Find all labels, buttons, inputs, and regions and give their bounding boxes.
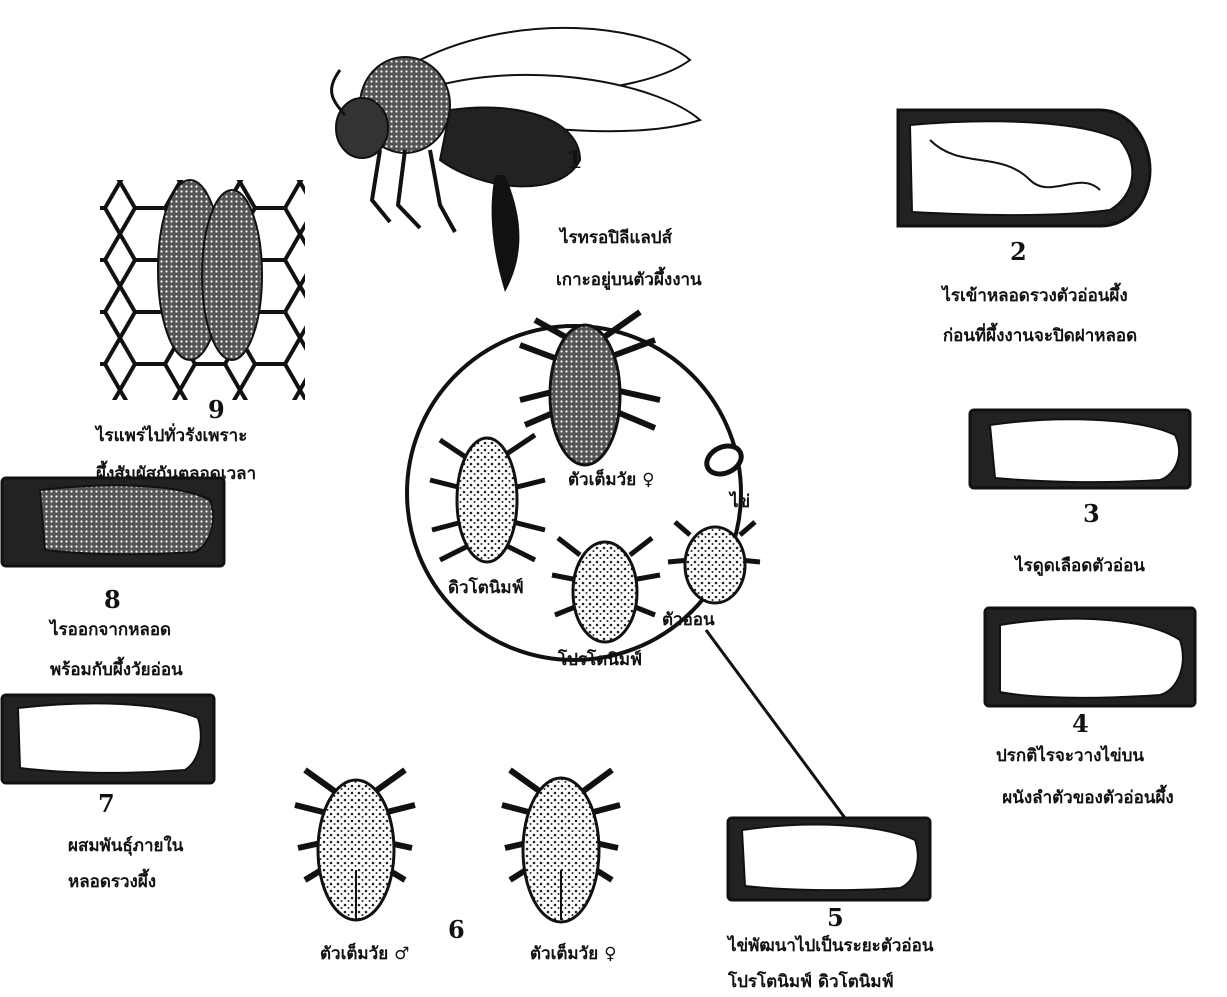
stage-7-label-line-2: หลอดรวงผึ้ง [68,874,156,891]
stage-5-label-line-1: ไข่พัฒนาไปเป็นระยะตัวอ่อน [728,938,933,955]
stage-8-number: 8 [104,588,121,612]
brood-cell-2-drawing [898,110,1150,226]
stage-6-male-label: ตัวเต็มวัย ♂ [320,946,409,963]
stage-1-label-line-2: เกาะอยู่บนตัวผึ้งงาน [556,272,702,289]
stage-1-number: 1 [566,148,583,172]
circle-adult-female-label: ตัวเต็มวัย ♀ [568,472,655,489]
adult-male-mite-drawing [295,770,415,920]
bee-drawing [332,28,700,292]
brood-cell-4-drawing [985,608,1195,706]
stage-9-label-line-2: ผึ้งสัมผัสกันตลอดเวลา [96,466,256,483]
stage-8-label-line-1: ไรออกจากหลอด [50,622,171,639]
stage-4-label-line-2: ผนังลำตัวของตัวอ่อนผึ้ง [1002,790,1173,807]
stage-3-number: 3 [1083,502,1100,526]
protonymph-drawing [552,538,660,642]
circle-protonymph-label: โปรโตนิมฟ์ [558,652,642,669]
stage-2-label-line-1: ไรเข้าหลอดรวงตัวอ่อนผึ้ง [942,288,1127,305]
stage-6-number: 6 [448,918,465,942]
circle-larva-label: ตัวอ่อน [662,612,715,629]
stage-4-label-line-1: ปรกติไรจะวางไข่บน [996,748,1144,765]
stage-9-label-line-1: ไรแพร่ไปทั่วรังเพราะ [96,428,247,445]
stage-4-number: 4 [1072,712,1089,736]
stage-5-label-line-2: โปรโตนิมฟ์ ดิวโตนิมฟ์ [728,974,894,991]
brood-cell-7-drawing [2,695,214,783]
circle-egg-label: ไข่ [730,494,750,511]
stage-2-label-line-2: ก่อนที่ผึ้งงานจะปิดฝาหลอด [943,328,1137,345]
brood-cell-3-drawing [970,410,1190,488]
comb-with-mites-drawing [100,180,305,400]
stage-2-number: 2 [1010,240,1027,264]
stage-3-label: ไรดูดเลือดตัวอ่อน [1015,558,1145,575]
stage-6-female-label: ตัวเต็มวัย ♀ [530,946,617,963]
adult-female-mite-drawing [520,312,660,465]
stage-9-number: 9 [208,398,225,422]
stage-5-number: 5 [827,906,844,930]
adult-female-mite-bottom-drawing [502,770,620,922]
magnification-pointer-line [706,630,845,818]
brood-cell-8-drawing [2,478,224,566]
stage-7-number: 7 [98,792,115,816]
brood-cell-5-drawing [728,818,930,900]
stage-8-label-line-2: พร้อมกับผึ้งวัยอ่อน [50,662,183,679]
stage-1-label-line-1: ไรทรอปิลีแลปส์ [560,230,672,247]
deutonymph-drawing [430,435,545,562]
circle-deutonymph-label: ดิวโตนิมฟ์ [448,580,524,597]
larva-drawing [668,522,760,603]
stage-7-label-line-1: ผสมพันธุ์ภายใน [68,838,183,855]
